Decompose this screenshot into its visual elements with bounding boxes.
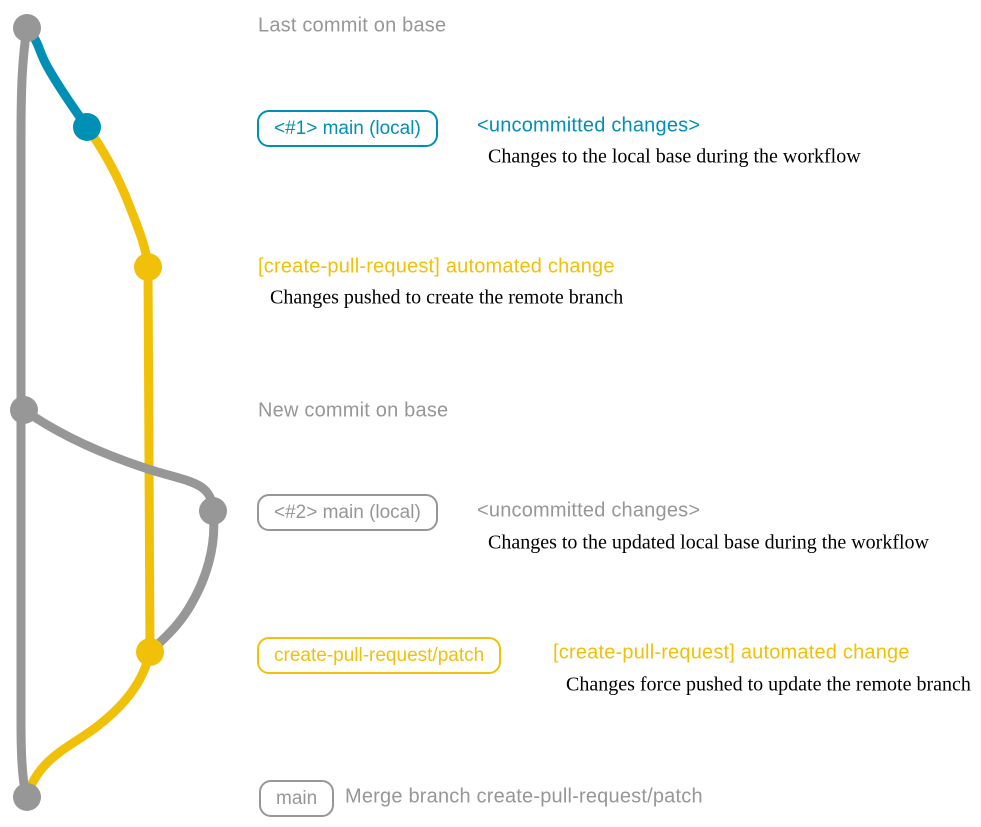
message-new-commit: New commit on base (258, 399, 449, 422)
annotation-local-base: Changes to the local base during the wor… (488, 145, 861, 168)
annotation-updated-base: Changes to the updated local base during… (488, 531, 929, 554)
message-uncommitted-2: <uncommitted changes> (477, 499, 701, 522)
message-last-commit: Last commit on base (258, 14, 447, 37)
branch-tag-main-local-1: <#1> main (local) (257, 110, 438, 147)
edge-base-to-local1 (22, 23, 92, 132)
message-automated-change-2: [create-pull-request] automated change (553, 641, 910, 664)
commit-last-base (13, 14, 41, 42)
commit-new-base (10, 396, 38, 424)
message-uncommitted-1: <uncommitted changes> (477, 114, 701, 137)
commit-automated-1 (134, 253, 162, 281)
branch-tag-main: main (259, 780, 335, 817)
branch-tag-main-local-2: <#2> main (local) (257, 494, 438, 531)
commit-automated-2 (136, 638, 164, 666)
annotation-force-pushed: Changes force pushed to update the remot… (566, 673, 971, 696)
message-merge-branch: Merge branch create-pull-request/patch (345, 785, 703, 808)
edge-base-to-local2 (19, 405, 218, 516)
commit-merge (13, 783, 41, 811)
edge-local2-to-patch (145, 506, 219, 657)
commit-local2 (199, 497, 227, 525)
edge-patch-merge-to-main (22, 647, 155, 802)
message-automated-change-1: [create-pull-request] automated change (258, 255, 615, 278)
commit-local1 (73, 113, 101, 141)
edge-patch-branch-vertical (82, 122, 155, 657)
branch-tag-patch: create-pull-request/patch (257, 637, 502, 674)
edge-base-trunk (16, 23, 32, 802)
annotation-pushed-create: Changes pushed to create the remote bran… (270, 286, 624, 309)
